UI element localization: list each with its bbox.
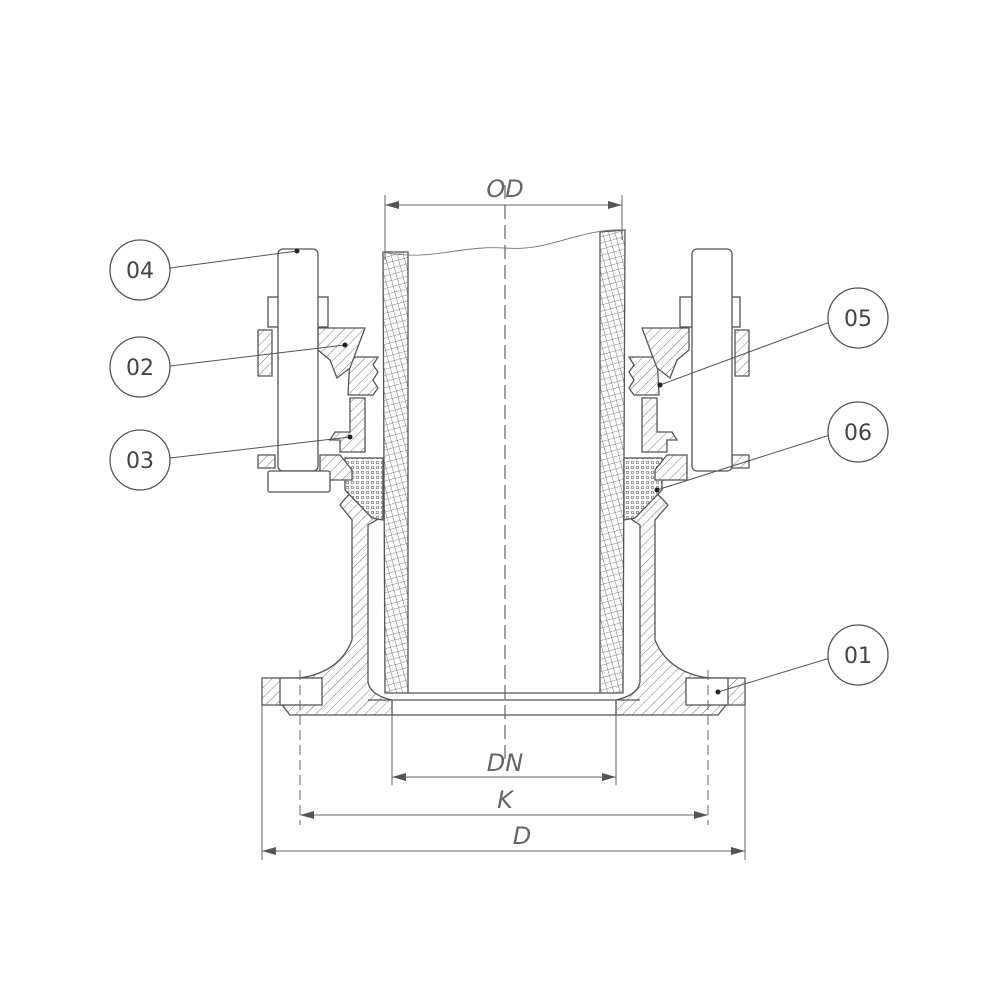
retainer-left-outer [257,329,273,377]
dimension-od: OD [486,175,523,203]
callout-02: 02 [109,336,171,398]
grip-ring-left [347,356,380,396]
svg-text:02: 02 [126,356,154,381]
callout-06: 06 [827,401,889,463]
body-left [261,491,393,716]
gland-left [328,397,366,453]
dimension-d: D [513,822,531,850]
dimension-dn: DN [487,749,523,777]
pipe [382,229,626,694]
svg-text:01: 01 [844,644,872,669]
gasket-left [344,457,384,521]
retainer-right [641,327,690,380]
callout-01: 01 [827,624,889,686]
retainer-right-outer [734,329,750,377]
bolt-left [267,248,331,493]
svg-text:05: 05 [844,307,872,332]
grip-ring-right [627,356,660,396]
svg-text:04: 04 [126,259,154,284]
dimension-arrows [262,201,745,855]
callout-04: 04 [109,239,171,301]
callout-03: 03 [109,429,171,491]
leader-lines [169,250,831,693]
body-right [615,491,746,716]
svg-text:03: 03 [126,449,154,474]
callout-05: 05 [827,287,889,349]
dimension-lines [261,195,746,860]
svg-text:06: 06 [844,421,872,446]
gasket-right [623,457,663,521]
gland-right [641,397,679,453]
bolt-right [679,248,741,472]
dimension-k: K [497,786,515,814]
